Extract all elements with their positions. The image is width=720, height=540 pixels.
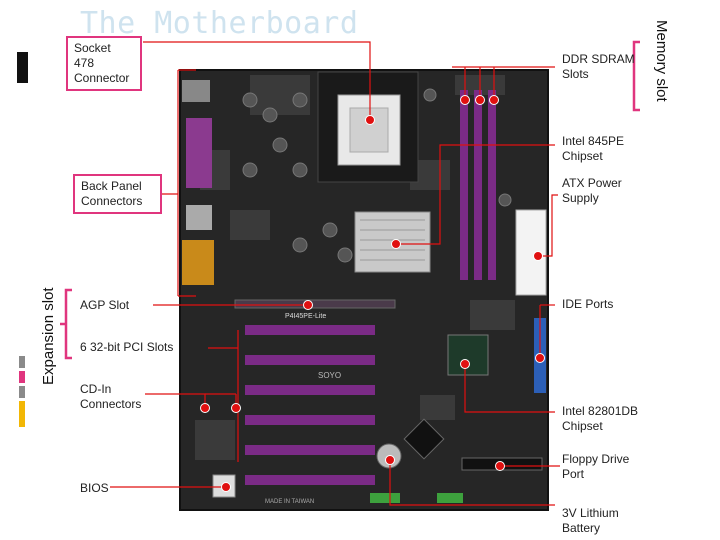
label-floppy-drive: Floppy Drive Port: [562, 452, 637, 482]
label-ide-ports: IDE Ports: [562, 297, 613, 312]
southbridge-chip: [448, 335, 488, 375]
agp-slot: [235, 300, 395, 308]
label-cd-in: CD-In Connectors: [80, 382, 150, 412]
parallel-port: [186, 118, 212, 188]
memory-slot-text: Memory slot: [653, 20, 670, 102]
label-ddr-sdram: DDR SDRAM Slots: [562, 52, 644, 82]
label-3v-battery: 3V Lithium Battery: [562, 506, 632, 536]
usb-port: [186, 205, 212, 230]
label-intel-82801db: Intel 82801DB Chipset: [562, 404, 647, 434]
board-model-text: P4I45PE-Lite: [285, 313, 326, 320]
label-intel-845pe: Intel 845PE Chipset: [562, 134, 632, 164]
label-bios: BIOS: [80, 481, 109, 496]
expansion-slot-label: Expansion slot: [40, 260, 60, 385]
board-mfr-text: MADE IN TAIWAN: [265, 499, 314, 505]
ps2-port: [182, 80, 210, 102]
label-back-panel-connectors: Back Panel Connectors: [73, 174, 162, 214]
expansion-slot-bracket: [66, 290, 72, 358]
ddr-slots: [460, 90, 496, 280]
expansion-slot-text: Expansion slot: [40, 287, 57, 385]
audio-ports: [182, 240, 214, 285]
label-agp-slot: AGP Slot: [80, 298, 129, 313]
label-pci-slots: 6 32-bit PCI Slots: [80, 340, 173, 355]
board-brand-text: SOYO: [318, 371, 341, 380]
label-atx-power: ATX Power Supply: [562, 176, 642, 206]
label-socket-478: Socket 478 Connector: [66, 36, 142, 91]
memory-slot-label: Memory slot: [650, 20, 670, 130]
